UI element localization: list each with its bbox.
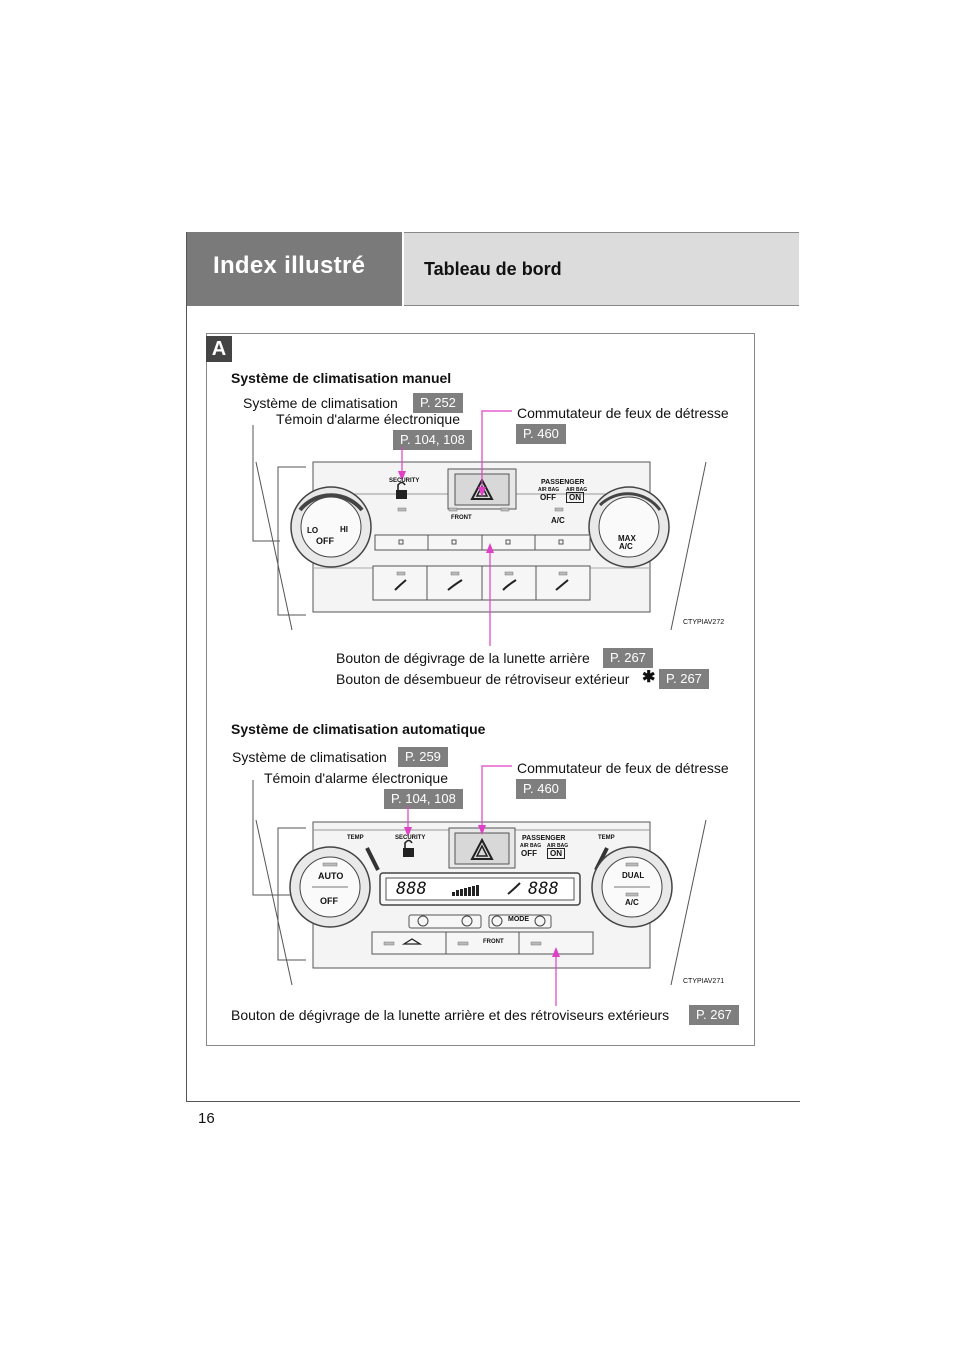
auto-panel-temp-right: TEMP [598, 835, 615, 841]
manual-panel-passenger: PASSENGER [541, 479, 585, 486]
manual-defog-ref[interactable]: P. 267 [603, 648, 653, 668]
manual-mirror-label: Bouton de désembueur de rétroviseur exté… [336, 671, 630, 687]
auto-panel-airbag-off-label: AIR BAG [520, 843, 542, 849]
auto-defog-ref[interactable]: P. 267 [689, 1005, 739, 1025]
manual-panel-front[interactable]: FRONT [451, 515, 472, 521]
section-letter: A [206, 336, 232, 362]
auto-alarm-ref[interactable]: P. 104, 108 [384, 789, 463, 809]
manual-alarm-ref[interactable]: P. 104, 108 [393, 430, 472, 450]
manual-panel-airbag-on: ON [566, 492, 584, 503]
auto-panel-front[interactable]: FRONT [483, 939, 504, 945]
manual-hazard-label: Commutateur de feux de détresse [517, 405, 729, 421]
auto-image-code: CTYPIAV271 [683, 978, 725, 985]
figure-panel [206, 333, 755, 1046]
auto-panel-passenger: PASSENGER [522, 835, 566, 842]
auto-ac-ref[interactable]: P. 259 [398, 747, 448, 767]
optional-star-icon: ✱ [642, 669, 656, 686]
manual-ac-ref[interactable]: P. 252 [413, 393, 463, 413]
auto-heading: Système de climatisation automatique [231, 721, 486, 737]
section-title: Tableau de bord [424, 259, 562, 279]
auto-panel-auto[interactable]: AUTO [318, 871, 344, 881]
index-header: Index illustré [187, 232, 402, 306]
manual-hazard-ref[interactable]: P. 460 [516, 424, 566, 444]
manual-panel-lo[interactable]: LO [307, 526, 319, 535]
auto-alarm-label: Témoin d'alarme électronique [264, 770, 448, 786]
auto-panel-dual[interactable]: DUAL [622, 871, 645, 880]
auto-panel-airbag-off: OFF [521, 849, 537, 858]
manual-panel-fan-off[interactable]: OFF [316, 536, 334, 546]
manual-panel-max-ac[interactable]: A/C [619, 542, 633, 551]
manual-panel-max[interactable]: MAX [618, 534, 636, 543]
auto-panel-fan-off[interactable]: OFF [320, 896, 338, 906]
index-title: Index illustré [213, 252, 366, 279]
manual-panel-airbag-off-label: AIR BAG [538, 487, 560, 493]
auto-panel-ac[interactable]: A/C [625, 898, 639, 907]
auto-hazard-label: Commutateur de feux de détresse [517, 760, 729, 776]
auto-panel-temp-left: TEMP [347, 835, 364, 841]
manual-panel-ac[interactable]: A/C [551, 516, 565, 525]
frame-left-rule [186, 232, 187, 1102]
auto-display-left: 888 [396, 879, 427, 899]
auto-panel-security: SECURITY [395, 835, 426, 841]
manual-panel-security: SECURITY [389, 478, 420, 484]
manual-panel-airbag-on-label: AIR BAG [566, 487, 588, 493]
auto-defog-label: Bouton de dégivrage de la lunette arrièr… [231, 1007, 670, 1023]
auto-panel-mode[interactable]: MODE [508, 916, 529, 923]
auto-panel-airbag-on-label: AIR BAG [547, 843, 569, 849]
manual-panel-airbag-off: OFF [540, 493, 556, 502]
auto-ac-label: Système de climatisation [232, 749, 387, 765]
section-header: Tableau de bord [404, 232, 799, 306]
auto-panel-airbag-on: ON [547, 848, 565, 859]
frame-bottom-rule [186, 1101, 800, 1102]
manual-panel-hi[interactable]: HI [340, 525, 348, 534]
auto-hazard-ref[interactable]: P. 460 [516, 779, 566, 799]
manual-heading: Système de climatisation manuel [231, 370, 452, 386]
manual-defog-label: Bouton de dégivrage de la lunette arrièr… [336, 650, 590, 666]
manual-alarm-label: Témoin d'alarme électronique [276, 411, 460, 427]
manual-ac-label: Système de climatisation [243, 395, 398, 411]
manual-mirror-ref[interactable]: P. 267 [659, 669, 709, 689]
manual-image-code: CTYPIAV272 [683, 619, 725, 626]
page-number: 16 [198, 1110, 215, 1127]
auto-display-right: 888 [528, 879, 559, 899]
